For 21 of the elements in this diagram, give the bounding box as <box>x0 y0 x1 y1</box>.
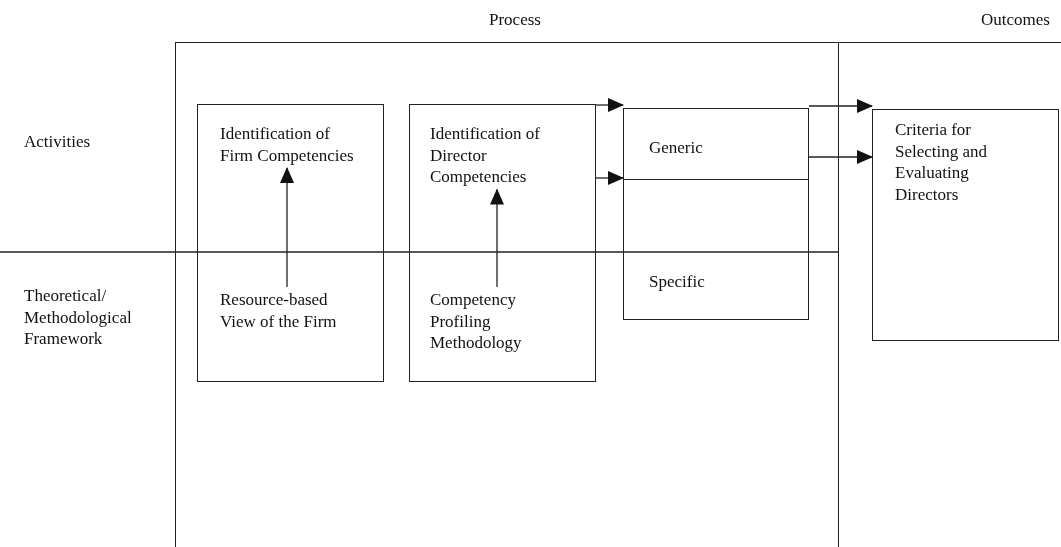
box-text: Identification of Firm Competencies <box>220 123 355 166</box>
box-text: Criteria for Selecting and Evaluating Directors <box>895 119 989 205</box>
box-text: Competency Profiling Methodology <box>430 289 565 354</box>
box-text: Generic <box>649 137 704 159</box>
box-text: Specific <box>649 271 706 293</box>
arrow <box>595 171 624 185</box>
row-heading: Theoretical/ Methodological Framework <box>24 285 133 350</box>
arrow <box>595 98 624 112</box>
process-box <box>409 104 596 382</box>
arrow <box>280 167 294 288</box>
arrow <box>808 150 873 164</box>
box-text: Identification of Director Competencies <box>430 123 565 188</box>
arrow <box>490 188 504 288</box>
row-heading: Activities <box>24 131 92 153</box>
process-box <box>872 109 1059 341</box>
process-box <box>197 104 384 382</box>
column-heading: Process <box>489 9 541 31</box>
box-text: Resource-based View of the Firm <box>220 289 355 332</box>
arrow <box>808 99 873 113</box>
column-heading: Outcomes <box>981 9 1050 31</box>
category-box <box>623 108 809 320</box>
